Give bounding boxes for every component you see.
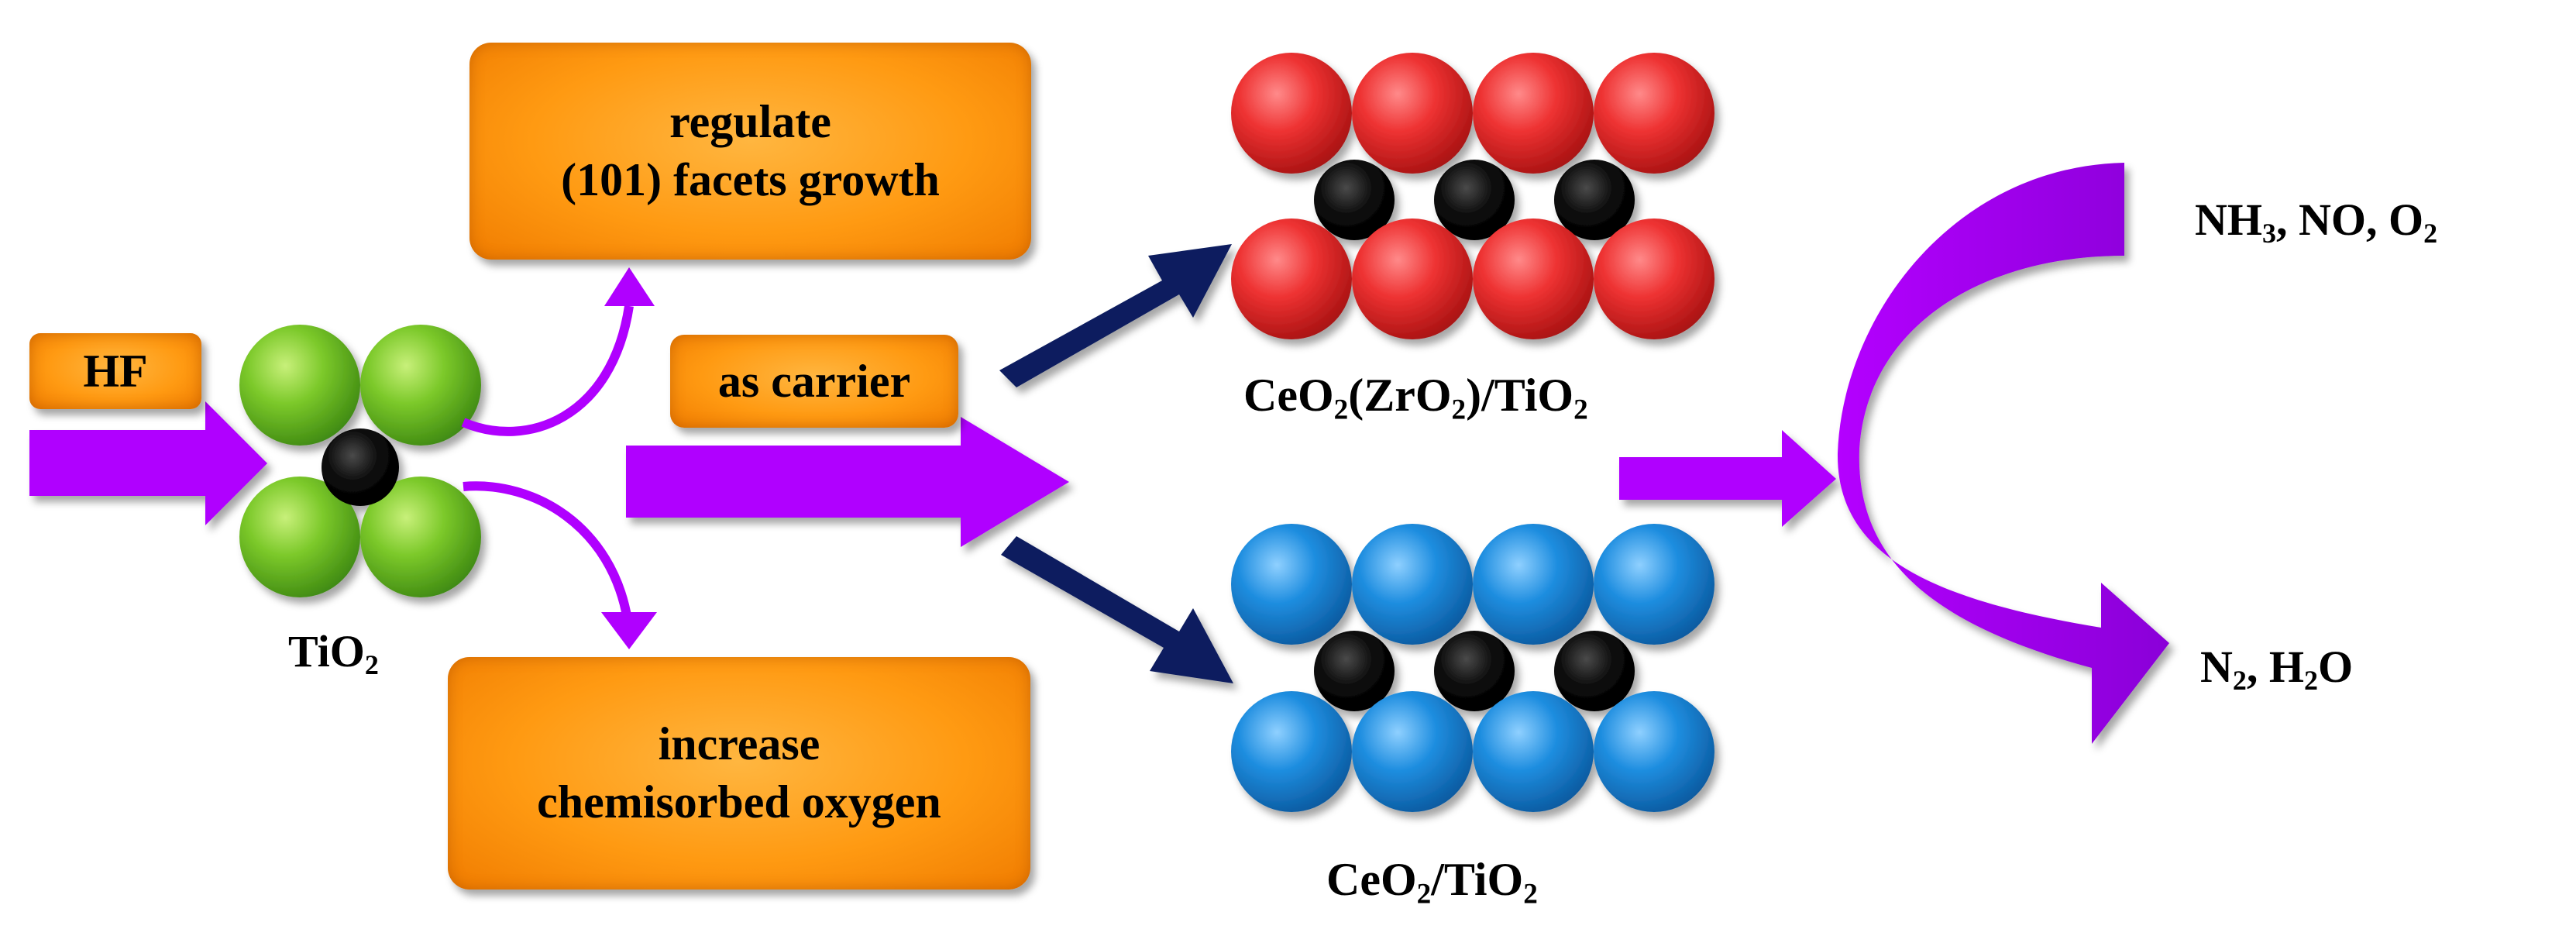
regulate-box: regulate (101) facets growth bbox=[469, 43, 1031, 260]
blue-sphere bbox=[1231, 691, 1352, 812]
tio2-green-sphere bbox=[360, 325, 481, 446]
increase-line2: chemisorbed oxygen bbox=[537, 776, 941, 828]
hf-label-box: HF bbox=[29, 333, 201, 409]
blue-sphere bbox=[1594, 691, 1714, 812]
carrier-arrow bbox=[626, 417, 1069, 547]
black-sphere bbox=[1554, 160, 1635, 240]
blue-sphere bbox=[1594, 524, 1714, 645]
regulate-line1: regulate bbox=[669, 96, 831, 147]
red-sphere bbox=[1352, 219, 1473, 339]
reactants-label: NH3, NO, O2 bbox=[2195, 194, 2438, 249]
blue-sphere bbox=[1473, 691, 1594, 812]
blue-sphere bbox=[1352, 524, 1473, 645]
tio2-green-sphere bbox=[360, 477, 481, 597]
blue-sphere bbox=[1473, 524, 1594, 645]
red-sphere bbox=[1473, 53, 1594, 174]
ceo2-tio2-structure bbox=[1231, 524, 1714, 812]
black-sphere bbox=[1314, 631, 1395, 711]
black-sphere bbox=[1554, 631, 1635, 711]
red-sphere bbox=[1594, 219, 1714, 339]
tio2-black-sphere bbox=[322, 428, 399, 506]
increase-line1: increase bbox=[658, 718, 820, 769]
regulate-line2: (101) facets growth bbox=[561, 154, 940, 205]
carrier-label: as carrier bbox=[717, 355, 911, 407]
black-sphere bbox=[1434, 631, 1515, 711]
ceo2-tio2-label: CeO2/TiO2 bbox=[1326, 854, 1538, 910]
tio2-green-sphere bbox=[239, 325, 360, 446]
tio2-green-sphere bbox=[239, 477, 360, 597]
products-label: N2, H2O bbox=[2200, 642, 2354, 697]
blue-sphere bbox=[1352, 691, 1473, 812]
red-sphere bbox=[1231, 53, 1352, 174]
increase-box: increase chemisorbed oxygen bbox=[448, 657, 1030, 890]
navy-arrow-upper bbox=[999, 244, 1232, 387]
red-sphere bbox=[1352, 53, 1473, 174]
navy-arrow-lower bbox=[1001, 536, 1233, 683]
curved-arrow-to-regulate bbox=[461, 305, 634, 436]
tio2-cluster bbox=[239, 325, 481, 597]
carrier-box: as carrier bbox=[670, 335, 958, 428]
black-sphere bbox=[1434, 160, 1515, 240]
blue-sphere bbox=[1231, 524, 1352, 645]
curved-arrow-to-regulate-head bbox=[604, 267, 655, 306]
tio2-label: TiO2 bbox=[288, 626, 379, 681]
hf-inlet-arrow bbox=[29, 401, 267, 525]
ceo2-zro2-tio2-label: CeO2(ZrO2)/TiO2 bbox=[1243, 370, 1588, 426]
reaction-curved-arrow bbox=[1837, 163, 2169, 744]
reaction-inlet-arrow bbox=[1619, 430, 1836, 527]
red-sphere bbox=[1473, 219, 1594, 339]
curved-arrow-to-increase-head bbox=[601, 612, 657, 649]
ceo2-zro2-tio2-structure bbox=[1231, 53, 1714, 339]
black-sphere bbox=[1314, 160, 1395, 240]
curved-arrow-to-increase bbox=[463, 481, 632, 621]
red-sphere bbox=[1594, 53, 1714, 174]
hf-label: HF bbox=[83, 345, 148, 397]
red-sphere bbox=[1231, 219, 1352, 339]
